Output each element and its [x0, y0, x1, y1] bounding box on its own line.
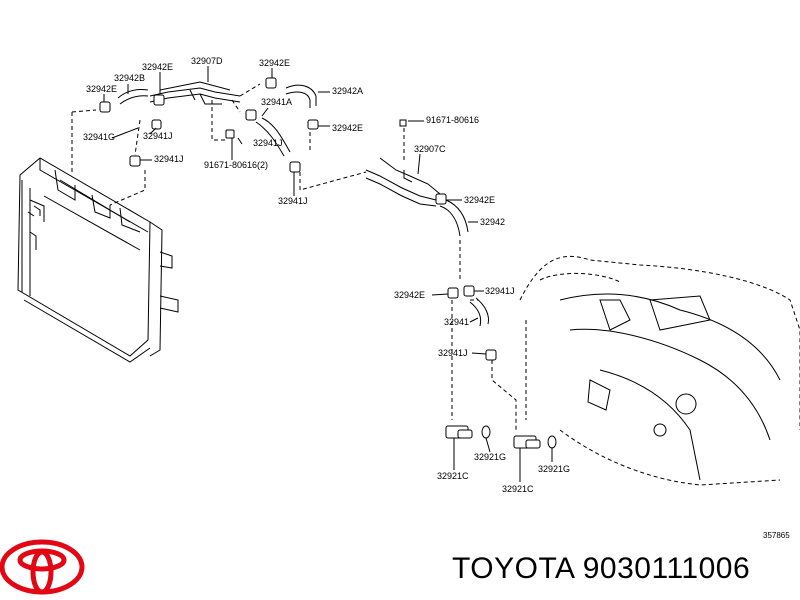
toyota-logo	[0, 539, 85, 595]
label-32941j-c: 32941J	[154, 154, 184, 164]
clamp-32941j-d	[289, 161, 301, 173]
clamp-32941j-c	[307, 119, 319, 130]
label-32941a: 32941A	[261, 97, 292, 107]
label-32942: 32942	[480, 217, 505, 227]
label-32907d: 32907D	[191, 56, 223, 66]
hose-32942b	[117, 89, 149, 105]
hose-32942a	[285, 84, 317, 108]
clamp-32942e-f	[447, 287, 459, 299]
hose-32941	[469, 297, 489, 327]
labels: 32942E 32942B 32942E 32907D 32942E 32942…	[83, 56, 570, 494]
clamp-32942e-d	[435, 193, 447, 205]
label-32941g: 32941G	[83, 132, 115, 142]
fitting-32921c-b	[513, 435, 541, 449]
clamp-32941j-f	[463, 285, 475, 297]
label-91671-a: 91671-80616	[426, 115, 479, 125]
connection-lines	[71, 83, 517, 430]
clamp-32941j-e	[129, 155, 141, 167]
fitting-32921c-a	[445, 425, 473, 439]
part-title: TOYOTA 9030111006	[452, 552, 751, 585]
hose-32942	[439, 199, 469, 237]
label-32942e-d: 32942E	[332, 123, 363, 133]
label-32941j-d: 32941J	[278, 196, 308, 206]
transmission	[519, 255, 800, 486]
label-32941: 32941	[444, 317, 469, 327]
clamp-32941j-b	[151, 119, 162, 130]
radiator	[17, 157, 179, 363]
clamp-32941j-a	[153, 94, 165, 106]
clamp-32941j-g	[485, 349, 497, 361]
gasket-32921g-b	[547, 435, 557, 449]
bolt-91671-a	[225, 129, 235, 139]
label-32941j-e: 32941J	[485, 286, 515, 296]
label-32942e-a: 32942E	[86, 84, 117, 94]
label-32941j-b: 32941J	[253, 138, 283, 148]
clamp-32942e-a	[99, 101, 111, 113]
label-32942e-e: 32942E	[464, 195, 495, 205]
pipe-32907c	[365, 119, 441, 207]
label-32942e-c: 32942E	[259, 58, 290, 68]
label-32942a: 32942A	[332, 86, 363, 96]
label-32942b: 32942B	[114, 73, 145, 83]
clamp-32942e-c	[245, 109, 257, 121]
label-32942e-b: 32942E	[142, 62, 173, 72]
clamp-32942e-b	[265, 77, 277, 89]
label-32941j-a: 32941J	[143, 131, 173, 141]
label-91671-b: 91671-80616(2)	[204, 160, 268, 170]
label-32921c-b: 32921C	[502, 484, 534, 494]
leader-lines	[103, 66, 553, 482]
gasket-32921g-a	[481, 425, 491, 439]
label-32907c: 32907C	[414, 144, 446, 154]
diagram-code: 357865	[763, 531, 790, 540]
label-32921c-a: 32921C	[437, 471, 469, 481]
label-32942e-f: 32942E	[394, 290, 425, 300]
label-32921g-a: 32921G	[474, 452, 506, 462]
hose-32941a	[255, 117, 291, 157]
label-32941j-f: 32941J	[438, 348, 468, 358]
label-32921g-b: 32921G	[538, 464, 570, 474]
